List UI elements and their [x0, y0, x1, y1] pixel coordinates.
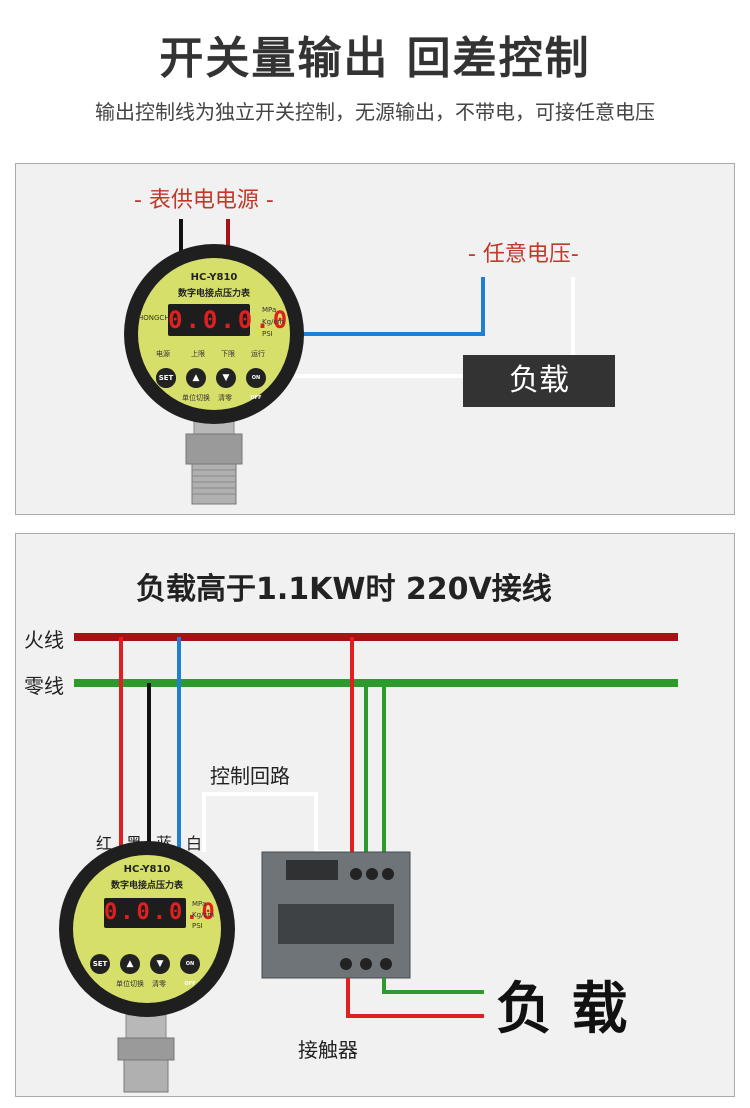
panel2-title: 负载高于1.1KW时 220V接线: [136, 572, 552, 607]
unit2-mpa: MPa: [192, 900, 207, 908]
on-off-button[interactable]: ON OFF: [246, 368, 266, 401]
label2-unit-switch: 单位切换: [116, 980, 144, 988]
load-label: 负 载: [496, 977, 628, 1042]
up-button-2[interactable]: ▲: [120, 954, 140, 974]
up-button[interactable]: ▲: [186, 368, 206, 388]
control-loop-label: 控制回路: [210, 764, 290, 788]
label-lower: 下限: [221, 350, 235, 358]
wire-white-label: 白: [186, 834, 203, 853]
wiring-panel-contactor: 负载高于1.1KW时 220V接线 火线 零线 控制回路 红 黑 蓝 白 接触器…: [15, 533, 735, 1097]
any-voltage-label: - 任意电压-: [468, 242, 579, 267]
page-subtitle: 输出控制线为独立开关控制，无源输出，不带电，可接任意电压: [95, 100, 655, 124]
brand-logo: HONGCHANG: [138, 314, 186, 322]
live-wire-label: 火线: [24, 628, 64, 652]
led-display: 0.0.0.0: [168, 304, 291, 336]
gauge-name: 数字电接点压力表: [177, 289, 250, 299]
wiring-panel-basic: - 表供电电源 - - 任意电压- 负载 HC-Y810 数字电接点压力表 HO…: [15, 163, 735, 515]
set-button-2[interactable]: SET: [90, 954, 110, 974]
unit-psi: PSI: [262, 330, 273, 338]
unit-kgcm: Kg/cm: [262, 318, 285, 326]
gauge2-model: HC-Y810: [123, 864, 171, 875]
neutral-wire-label: 零线: [24, 674, 64, 698]
gauge2-name: 数字电接点压力表: [110, 881, 183, 891]
led-display-2: 0.0.0.0: [104, 898, 215, 928]
label-run: 运行: [251, 350, 265, 358]
on-off-button-2[interactable]: ON OFF: [180, 954, 200, 987]
unit2-kgcm: Kg/cm: [192, 911, 215, 919]
gauge-model: HC-Y810: [190, 272, 238, 283]
wire-black-label: 黑: [126, 834, 143, 853]
unit-mpa: MPa: [262, 306, 277, 314]
page-title: 开关量输出 回差控制: [159, 33, 591, 84]
label-unit-switch: 单位切换: [182, 394, 210, 402]
load-box: 负载: [463, 355, 615, 407]
wire-blue-label: 蓝: [156, 834, 173, 853]
label-zero: 清零: [218, 394, 232, 402]
down-button[interactable]: ▼: [216, 368, 236, 388]
label-power: 电源: [156, 350, 170, 358]
unit2-psi: PSI: [192, 922, 203, 930]
label2-zero: 清零: [152, 980, 166, 988]
wiring-diagram-basic: [124, 219, 615, 505]
label-upper: 上限: [191, 350, 205, 358]
wire-red-label: 红: [96, 834, 113, 853]
power-supply-label: - 表供电电源 -: [134, 188, 274, 213]
down-button-2[interactable]: ▼: [150, 954, 170, 974]
set-button[interactable]: SET: [156, 368, 176, 388]
contactor-label: 接触器: [298, 1038, 358, 1062]
